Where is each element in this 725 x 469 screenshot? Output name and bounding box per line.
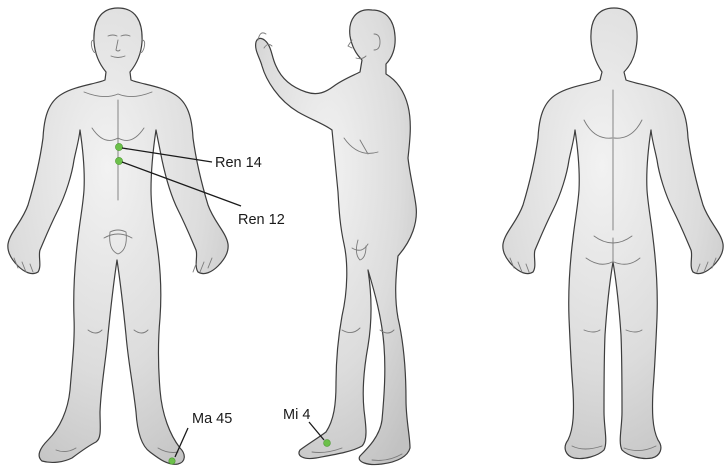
ren12-label: Ren 12 bbox=[238, 212, 285, 228]
mi4-leader-line bbox=[309, 422, 324, 440]
front-body-outline bbox=[8, 8, 228, 464]
mi4-label: Mi 4 bbox=[283, 407, 310, 423]
figure-front bbox=[8, 8, 228, 464]
ma45-point bbox=[169, 458, 175, 464]
side-body-outline bbox=[256, 10, 417, 465]
figure-side bbox=[256, 10, 417, 465]
back-body-outline bbox=[503, 8, 723, 459]
ren12-point bbox=[115, 157, 122, 164]
ren14-point bbox=[115, 143, 122, 150]
mi4-point bbox=[324, 440, 331, 447]
figure-back bbox=[503, 8, 723, 459]
ren14-label: Ren 14 bbox=[215, 155, 262, 171]
ma45-label: Ma 45 bbox=[192, 411, 232, 427]
